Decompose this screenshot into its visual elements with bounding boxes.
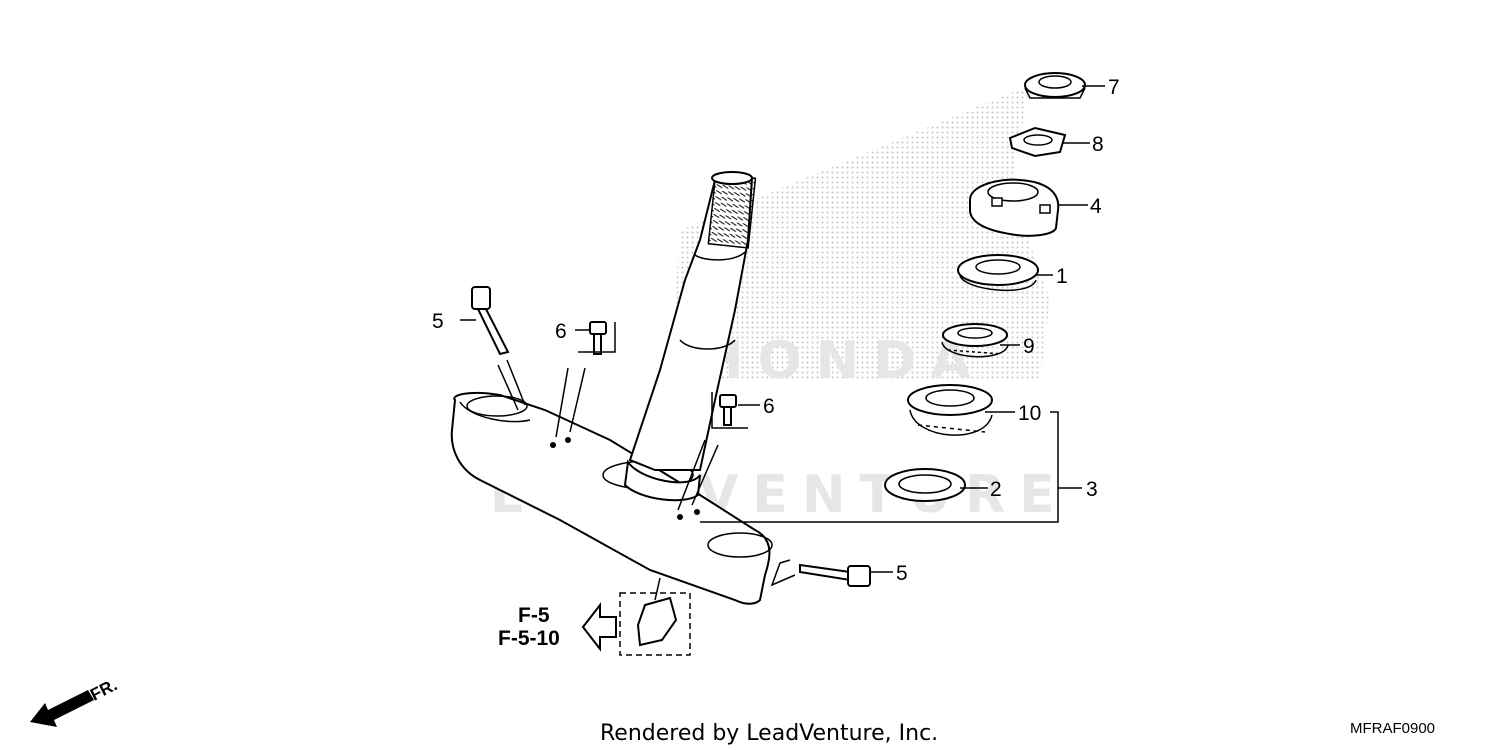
parts-stack bbox=[884, 72, 1086, 502]
bracket-part bbox=[619, 592, 691, 656]
lower-bearing-part bbox=[907, 384, 993, 436]
callout-4: 4 bbox=[1090, 195, 1102, 218]
reference-arrow-icon bbox=[581, 602, 617, 652]
brand-wing-watermark bbox=[670, 85, 1050, 380]
lock-washer-part bbox=[1008, 126, 1067, 158]
callouts: 7 8 4 1 9 10 2 3 5 5 6 6 bbox=[432, 76, 1120, 585]
steering-stem bbox=[623, 171, 757, 502]
callout-2: 2 bbox=[990, 478, 1002, 501]
upper-bearing-part bbox=[941, 323, 1009, 358]
adjusting-nut-part bbox=[969, 178, 1060, 237]
callout-6-right: 6 bbox=[763, 395, 775, 418]
front-arrow-icon bbox=[30, 690, 94, 727]
reference-label: F-5 bbox=[518, 604, 550, 627]
leader-lines bbox=[460, 85, 1105, 601]
callout-8: 8 bbox=[1092, 133, 1104, 156]
callout-1: 1 bbox=[1056, 265, 1068, 288]
callout-9: 9 bbox=[1023, 335, 1035, 358]
diagram-code: MFRAF0900 bbox=[1350, 720, 1435, 737]
lock-nut-part bbox=[1024, 72, 1086, 99]
front-direction-indicator: FR. bbox=[30, 675, 120, 727]
callout-3: 3 bbox=[1086, 478, 1098, 501]
screw-part-left bbox=[589, 321, 607, 355]
dust-seal-part bbox=[957, 254, 1039, 291]
bolt-part-bottom bbox=[799, 563, 871, 587]
callout-7: 7 bbox=[1108, 76, 1120, 99]
lower-race-part bbox=[884, 468, 966, 502]
bolt-part-left bbox=[471, 286, 510, 356]
reference-group: F-5 F-5-10 bbox=[498, 602, 617, 652]
callout-5-left: 5 bbox=[432, 310, 444, 333]
callout-10: 10 bbox=[1018, 402, 1041, 425]
callout-5-bottom: 5 bbox=[896, 562, 908, 585]
reference-label: F-5-10 bbox=[498, 627, 560, 650]
callout-6-left: 6 bbox=[555, 320, 567, 343]
bolts bbox=[471, 286, 871, 656]
footer-credit: Rendered by LeadVenture, Inc. bbox=[600, 721, 938, 746]
screw-part-right bbox=[719, 394, 737, 426]
brand-watermark-text: HONDA bbox=[700, 331, 985, 391]
